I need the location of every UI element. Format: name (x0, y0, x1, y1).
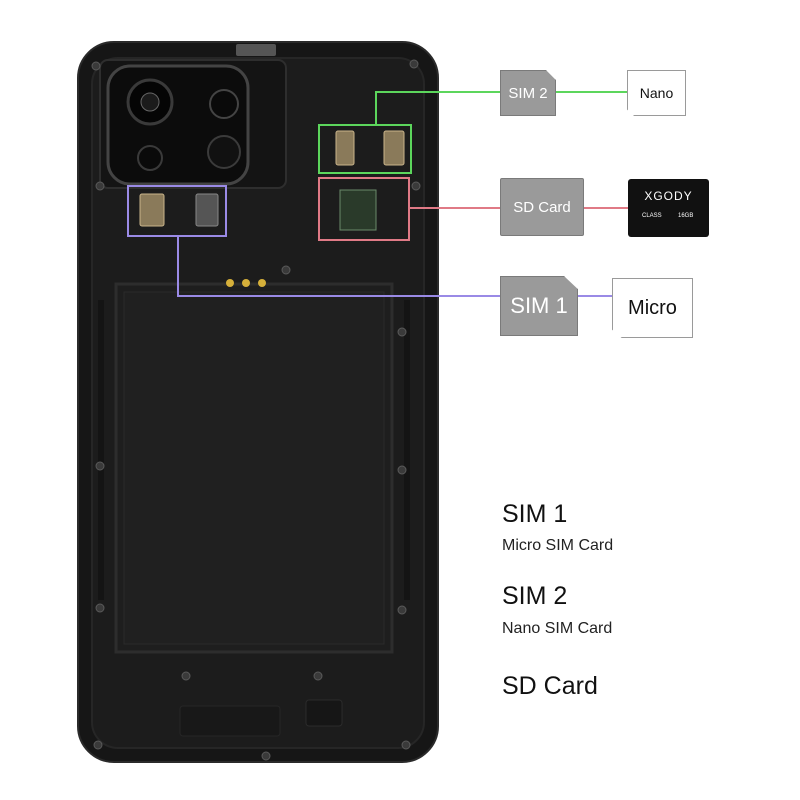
battery-contact (226, 279, 234, 287)
battery-contact (242, 279, 250, 287)
battery-recess (123, 291, 385, 645)
side-rail (404, 300, 410, 600)
sim2-size-box: Nano (627, 70, 686, 116)
sim2-connector-line (375, 91, 500, 125)
legend-sim1-subtitle: Micro SIM Card (502, 537, 614, 554)
sim2-callout-label: SIM 2 (500, 70, 556, 116)
sd-card-class: CLASS (642, 213, 662, 219)
bottom-panel (179, 705, 281, 737)
battery-contact (258, 279, 266, 287)
legend-sd-title: SD Card (502, 672, 598, 700)
third-camera-lens (137, 145, 163, 171)
sim1-callout-label: SIM 1 (500, 276, 578, 336)
sd-slot (339, 189, 377, 231)
second-camera-lens (209, 89, 239, 119)
sd-card-capacity: 16GB (678, 213, 694, 219)
sim1-slot-right (195, 193, 219, 227)
sim2-slot-highlight (318, 124, 412, 174)
main-camera-glass (140, 92, 160, 112)
sd-card-image: XGODY CLASS 16GB (628, 179, 709, 237)
sim1-slot-left (139, 193, 165, 227)
sd-callout-label: SD Card (500, 178, 584, 236)
sim1-size-box: Micro (612, 278, 693, 338)
sim1-connector-line (177, 236, 500, 297)
screws (91, 59, 421, 761)
flash-light (207, 135, 241, 169)
sim2-slot-left (335, 130, 355, 166)
sim2-slot-right (383, 130, 405, 166)
top-connector (236, 44, 276, 56)
speaker-grille (305, 699, 343, 727)
legend-sim1-title: SIM 1 (502, 500, 568, 528)
sd-card-brand: XGODY (644, 189, 693, 203)
legend-sim2-title: SIM 2 (502, 582, 568, 610)
side-rail (98, 300, 104, 600)
legend-sim2-subtitle: Nano SIM Card (502, 620, 613, 637)
